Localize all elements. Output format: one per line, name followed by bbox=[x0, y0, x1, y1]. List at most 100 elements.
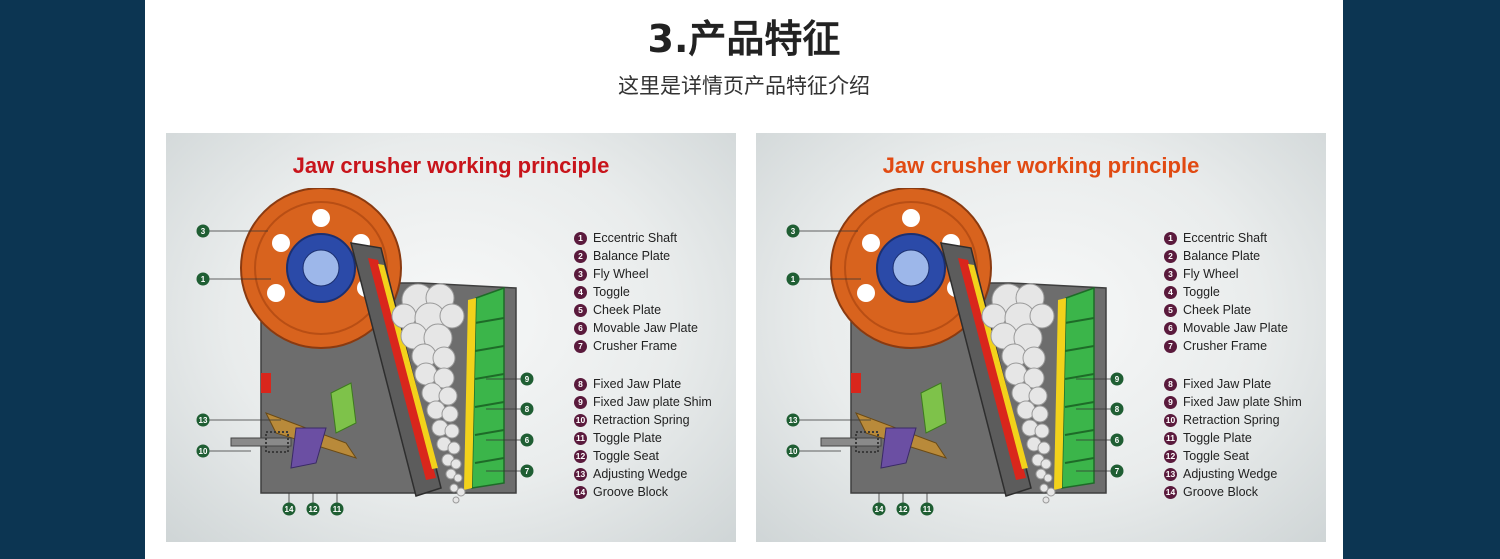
rock bbox=[449, 483, 459, 493]
callout-number: 3 bbox=[791, 227, 796, 236]
callout-number: 1 bbox=[791, 275, 796, 284]
legend-number: 8 bbox=[1164, 377, 1177, 391]
rock bbox=[1004, 362, 1028, 386]
content-page: 3.产品特征 这里是详情页产品特征介绍 Jaw crusher working … bbox=[145, 0, 1343, 559]
legend-number: 8 bbox=[574, 377, 587, 391]
retraction-spring bbox=[265, 431, 289, 453]
callout-number: 3 bbox=[201, 227, 206, 236]
legend-item: 10 Retraction Spring bbox=[574, 411, 690, 429]
flywheel-hole bbox=[902, 209, 920, 227]
legend-label: Toggle Seat bbox=[593, 449, 660, 463]
legend-label: Movable Jaw Plate bbox=[1183, 321, 1288, 335]
legend-label: Crusher Frame bbox=[1183, 339, 1268, 353]
legend-number: 10 bbox=[574, 413, 587, 427]
callout-number: 8 bbox=[1115, 405, 1120, 414]
legend-label: Eccentric Shaft bbox=[593, 231, 678, 245]
legend-item: 3 Fly Wheel bbox=[574, 265, 649, 283]
callout-badge bbox=[872, 502, 886, 516]
legend-number: 1 bbox=[574, 231, 587, 245]
legend-label: Fixed Jaw Plate bbox=[593, 377, 682, 391]
fixed-jaw-plate bbox=[1061, 286, 1095, 489]
legend-label: Toggle Plate bbox=[1183, 431, 1252, 445]
diagram-panel-2: Jaw crusher working principle 3 1 13 10 9 8 6 7… bbox=[756, 133, 1326, 542]
cheek-plate bbox=[920, 382, 947, 434]
legend-item: 2 Balance Plate bbox=[1164, 247, 1260, 265]
panel-title: Jaw crusher working principle bbox=[882, 153, 1200, 178]
rock bbox=[414, 362, 438, 386]
panel-title: Jaw crusher working principle bbox=[292, 153, 610, 178]
callout-number: 14 bbox=[285, 505, 294, 514]
rock bbox=[450, 458, 462, 470]
legend-label: Fixed Jaw plate Shim bbox=[593, 395, 712, 409]
callout-number: 10 bbox=[199, 447, 208, 456]
legend-label: Fly Wheel bbox=[1183, 267, 1239, 281]
legend-item: 2 Balance Plate bbox=[574, 247, 670, 265]
fixed-jaw-plate-divider bbox=[1064, 345, 1095, 352]
legend-label: Adjusting Wedge bbox=[1183, 467, 1278, 481]
legend-label: Balance Plate bbox=[593, 249, 671, 263]
flywheel-hole bbox=[272, 234, 290, 252]
adjusting-wedge bbox=[290, 427, 327, 469]
legend-label: Groove Block bbox=[1183, 485, 1259, 499]
eccentric-shaft bbox=[892, 249, 930, 287]
rock bbox=[1040, 458, 1052, 470]
rock bbox=[1046, 487, 1056, 497]
legend-label: Fly Wheel bbox=[593, 267, 649, 281]
callout-badge bbox=[896, 502, 910, 516]
section-title: 3.产品特征 bbox=[647, 17, 841, 61]
legend-number: 2 bbox=[574, 249, 587, 263]
callout-badge bbox=[520, 464, 534, 478]
legend-number: 14 bbox=[574, 485, 587, 499]
section-subtitle: 这里是详情页产品特征介绍 bbox=[618, 74, 870, 98]
legend-label: Fixed Jaw plate Shim bbox=[1183, 395, 1302, 409]
rock bbox=[444, 423, 460, 439]
legend-number: 3 bbox=[574, 267, 587, 281]
legend-label: Cheek Plate bbox=[593, 303, 662, 317]
rock bbox=[1043, 473, 1053, 483]
callout-badge bbox=[786, 444, 800, 458]
rock bbox=[456, 487, 466, 497]
callout-number: 9 bbox=[1115, 375, 1120, 384]
callout-badge bbox=[920, 502, 934, 516]
legend-number: 13 bbox=[1164, 467, 1177, 481]
legend-number: 10 bbox=[1164, 413, 1177, 427]
legend-number: 7 bbox=[574, 339, 587, 353]
legend-label: Balance Plate bbox=[1183, 249, 1261, 263]
fixed-jaw-plate-divider bbox=[1064, 317, 1095, 324]
callout-badge bbox=[196, 413, 210, 427]
callout-badge bbox=[786, 224, 800, 238]
callout-number: 8 bbox=[525, 405, 530, 414]
callout-badge bbox=[1110, 402, 1124, 416]
callout-badge bbox=[282, 502, 296, 516]
rock bbox=[452, 496, 460, 504]
legend-number: 9 bbox=[574, 395, 587, 409]
legend-number: 2 bbox=[1164, 249, 1177, 263]
rock bbox=[441, 405, 459, 423]
callout-badge bbox=[786, 272, 800, 286]
legend-number: 6 bbox=[1164, 321, 1177, 335]
callout-badge bbox=[1110, 433, 1124, 447]
callout-number: 11 bbox=[923, 505, 932, 514]
movable-jaw-plate bbox=[368, 258, 436, 480]
cheek-plate bbox=[330, 382, 357, 434]
callout-badge bbox=[196, 272, 210, 286]
legend-label: Toggle Seat bbox=[1183, 449, 1250, 463]
legend-item: 9 Fixed Jaw plate Shim bbox=[1164, 393, 1302, 411]
callout-number: 13 bbox=[789, 416, 798, 425]
rock bbox=[438, 386, 458, 406]
legend-label: Retraction Spring bbox=[593, 413, 690, 427]
flywheel-rim bbox=[844, 201, 978, 335]
legend-number: 9 bbox=[1164, 395, 1177, 409]
